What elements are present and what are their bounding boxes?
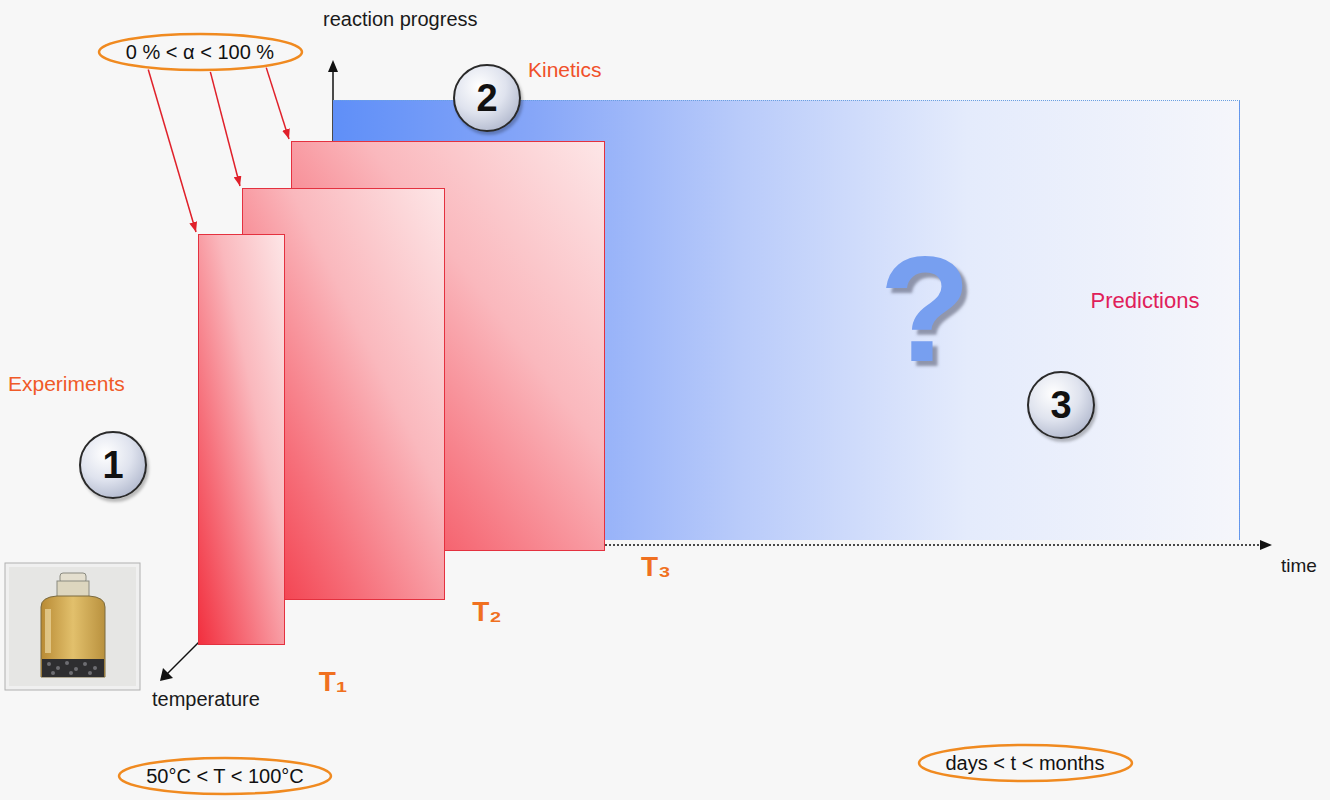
- axis-title: reaction progress: [323, 8, 478, 31]
- section-label: Kinetics: [528, 58, 602, 82]
- section-label: Predictions: [1091, 290, 1200, 312]
- question-mark: ?: [879, 234, 971, 384]
- temperature-label: T₁: [319, 666, 348, 698]
- step-digit: 1: [102, 444, 123, 487]
- range-ellipse: days < t < months: [917, 743, 1134, 783]
- range-ellipse: 0 % < α < 100 %: [97, 32, 304, 72]
- range-text: days < t < months: [946, 752, 1105, 775]
- step-number: 2: [453, 64, 521, 132]
- temperature-panel: T₁: [198, 234, 285, 645]
- range-text: 0 % < α < 100 %: [126, 41, 274, 64]
- step-digit: 2: [476, 77, 497, 120]
- pointer-arrow: [148, 69, 196, 232]
- pointer-arrow: [210, 72, 240, 186]
- step-digit: 3: [1050, 384, 1071, 427]
- range-text: 50°C < T < 100°C: [146, 765, 304, 788]
- temperature-label: T₂: [472, 596, 502, 628]
- temperature-label: T₃: [641, 551, 671, 583]
- step-number: 1: [79, 431, 147, 499]
- axis-title: time: [1281, 555, 1317, 577]
- section-label: Experiments: [8, 372, 125, 396]
- range-ellipse: 50°C < T < 100°C: [117, 756, 333, 796]
- axis-title: temperature: [152, 688, 260, 711]
- axes: [160, 60, 1272, 681]
- sample-photo: [5, 563, 140, 690]
- step-number: 3: [1027, 371, 1095, 439]
- pointer-arrow: [266, 68, 289, 139]
